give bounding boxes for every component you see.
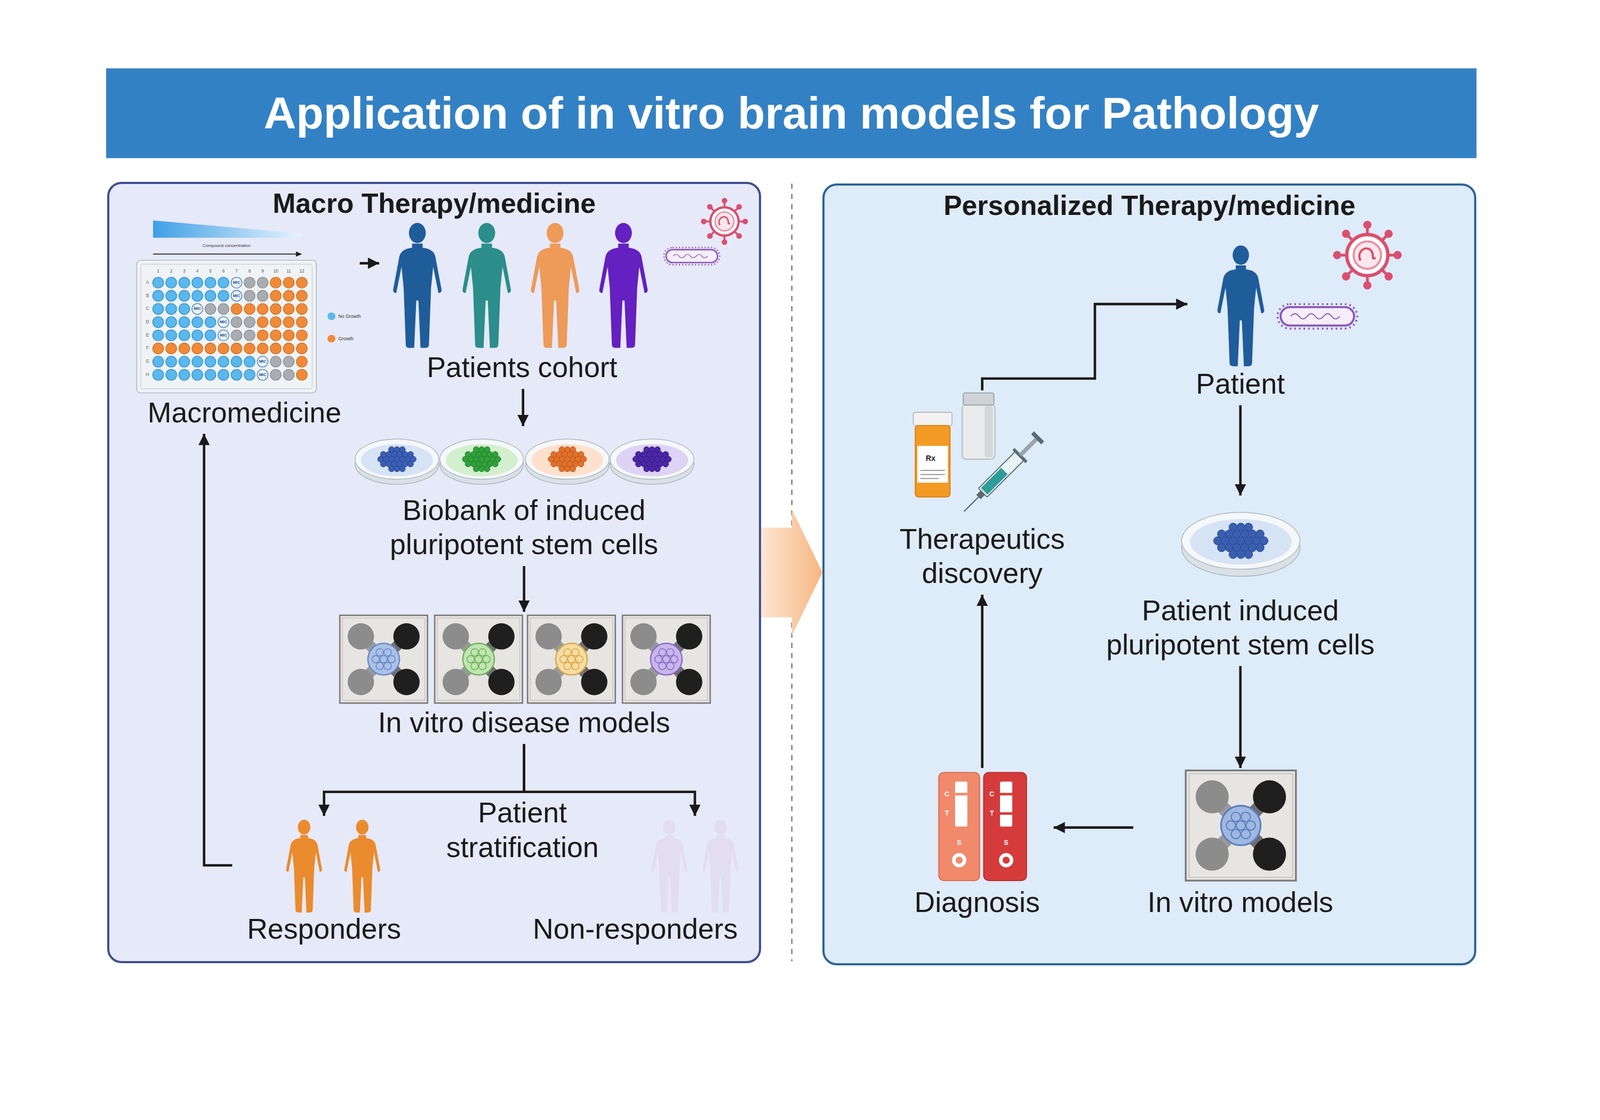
mic-marker: MIC — [193, 307, 202, 311]
strip-marker: S — [1003, 839, 1008, 846]
step-caption: Non-responders — [521, 912, 750, 947]
step-caption: Macromedicine — [133, 395, 356, 430]
illustration-slot — [1137, 772, 1344, 886]
flow-label: Patient stratification — [425, 795, 620, 865]
workflow-step: Responders — [232, 816, 416, 951]
strip-marker: T — [945, 810, 950, 817]
strip-marker: S — [956, 839, 962, 846]
column-number: 5 — [209, 269, 212, 274]
step-caption: Biobank of induced pluripotent stem cell… — [356, 493, 692, 563]
workflow-step: Patients cohort — [379, 219, 666, 389]
title-banner — [106, 68, 1477, 158]
workflow-step: Patient — [1187, 242, 1294, 406]
row-letter: H — [146, 372, 150, 378]
legend-text: No Growth — [338, 314, 361, 319]
mic-marker: MIC — [233, 280, 241, 285]
row-letter: B — [146, 293, 149, 299]
flow-connector — [980, 594, 984, 768]
workflow-step: In vitro disease models — [336, 611, 712, 744]
workflow-step: Patient induced pluripotent stem cells — [1082, 495, 1399, 667]
illustration-slot — [1191, 246, 1290, 367]
strip-marker: T — [989, 810, 995, 817]
flow-connector — [1053, 826, 1134, 829]
macro-panel: Macro Therapy/medicineMacromedicinePatie… — [107, 181, 762, 964]
workflow-step: Therapeutics discovery — [880, 390, 1085, 595]
petri-dishes — [355, 438, 1301, 576]
mic-marker: MIC — [259, 372, 267, 377]
panel-fill — [107, 181, 762, 964]
flow-connector — [982, 304, 1188, 391]
flow-connector — [1238, 666, 1242, 768]
legend-swatch — [327, 334, 335, 343]
column-number: 3 — [182, 269, 186, 274]
step-caption: Patient — [1191, 366, 1290, 402]
panel-heading: Personalized Therapy/medicine — [824, 185, 1475, 223]
column-number: 7 — [235, 269, 238, 274]
row-letter: D — [146, 320, 150, 325]
row-letter: A — [146, 280, 149, 285]
illustration-slot — [340, 616, 708, 706]
workflow-step: In vitro models — [1133, 768, 1348, 924]
legend-row: No Growth — [327, 312, 361, 320]
step-caption: In vitro models — [1137, 885, 1344, 920]
microplate — [136, 220, 317, 393]
illustration-slot — [904, 772, 1050, 886]
legend-row: Growth — [327, 334, 354, 343]
workflow-step: Diagnosis — [900, 768, 1054, 924]
mic-marker: MIC — [219, 333, 228, 338]
strip-marker: C — [989, 790, 995, 797]
step-caption: Patients cohort — [383, 350, 661, 385]
column-number: 6 — [222, 269, 226, 274]
column-number: 2 — [170, 269, 173, 274]
step-caption: Responders — [236, 912, 412, 947]
test-strips — [938, 772, 1027, 881]
flow-connector — [204, 433, 233, 866]
illustration-slot — [383, 224, 661, 351]
row-letter: E — [146, 333, 149, 338]
legend-text: Growth — [338, 336, 354, 342]
column-number: 4 — [196, 269, 199, 274]
mic-marker: MIC — [219, 320, 228, 324]
panel-fill — [822, 183, 1477, 966]
column-number: 11 — [286, 269, 292, 274]
column-number: 1 — [156, 269, 160, 274]
flow-connector — [521, 388, 525, 427]
illustration-slot — [236, 819, 412, 912]
step-caption: Diagnosis — [904, 885, 1050, 920]
transition-arrow — [761, 509, 823, 636]
step-caption: Patient induced pluripotent stem cells — [1086, 593, 1395, 663]
row-letter: F — [146, 346, 149, 351]
column-number: 12 — [299, 269, 304, 274]
rx-symbol: Rx — [925, 454, 936, 462]
workflow-step: Biobank of induced pluripotent stem cell… — [352, 426, 696, 566]
mic-marker: MIC — [259, 359, 267, 364]
flow-connector — [522, 565, 526, 612]
illustration-slot — [884, 394, 1080, 523]
medicine-icons — [913, 393, 1046, 519]
flow-connector — [1238, 405, 1242, 496]
column-number: 8 — [248, 269, 252, 274]
strip-marker: C — [944, 790, 950, 797]
column-number: 10 — [273, 269, 278, 274]
row-letter: G — [145, 359, 149, 364]
workflow-step: Macromedicine — [129, 216, 360, 435]
single-patient — [1217, 220, 1403, 367]
step-caption: In vitro disease models — [340, 705, 708, 740]
row-letter: C — [146, 306, 150, 311]
illustration-slot — [1086, 499, 1395, 594]
illustration-slot — [356, 430, 692, 494]
personalized-panel: Personalized Therapy/medicinePatientTher… — [822, 183, 1477, 966]
legend-swatch — [327, 312, 335, 320]
column-number: 9 — [261, 269, 264, 274]
panel-heading: Macro Therapy/medicine — [109, 184, 759, 221]
flow-connector — [360, 261, 380, 265]
patient-figures — [393, 197, 749, 348]
mic-marker: MIC — [233, 293, 241, 298]
axis-label: Compound concentration — [202, 243, 251, 248]
step-caption: Therapeutics discovery — [884, 522, 1080, 591]
diagram-title: Application of in vitro brain models for… — [106, 68, 1477, 158]
